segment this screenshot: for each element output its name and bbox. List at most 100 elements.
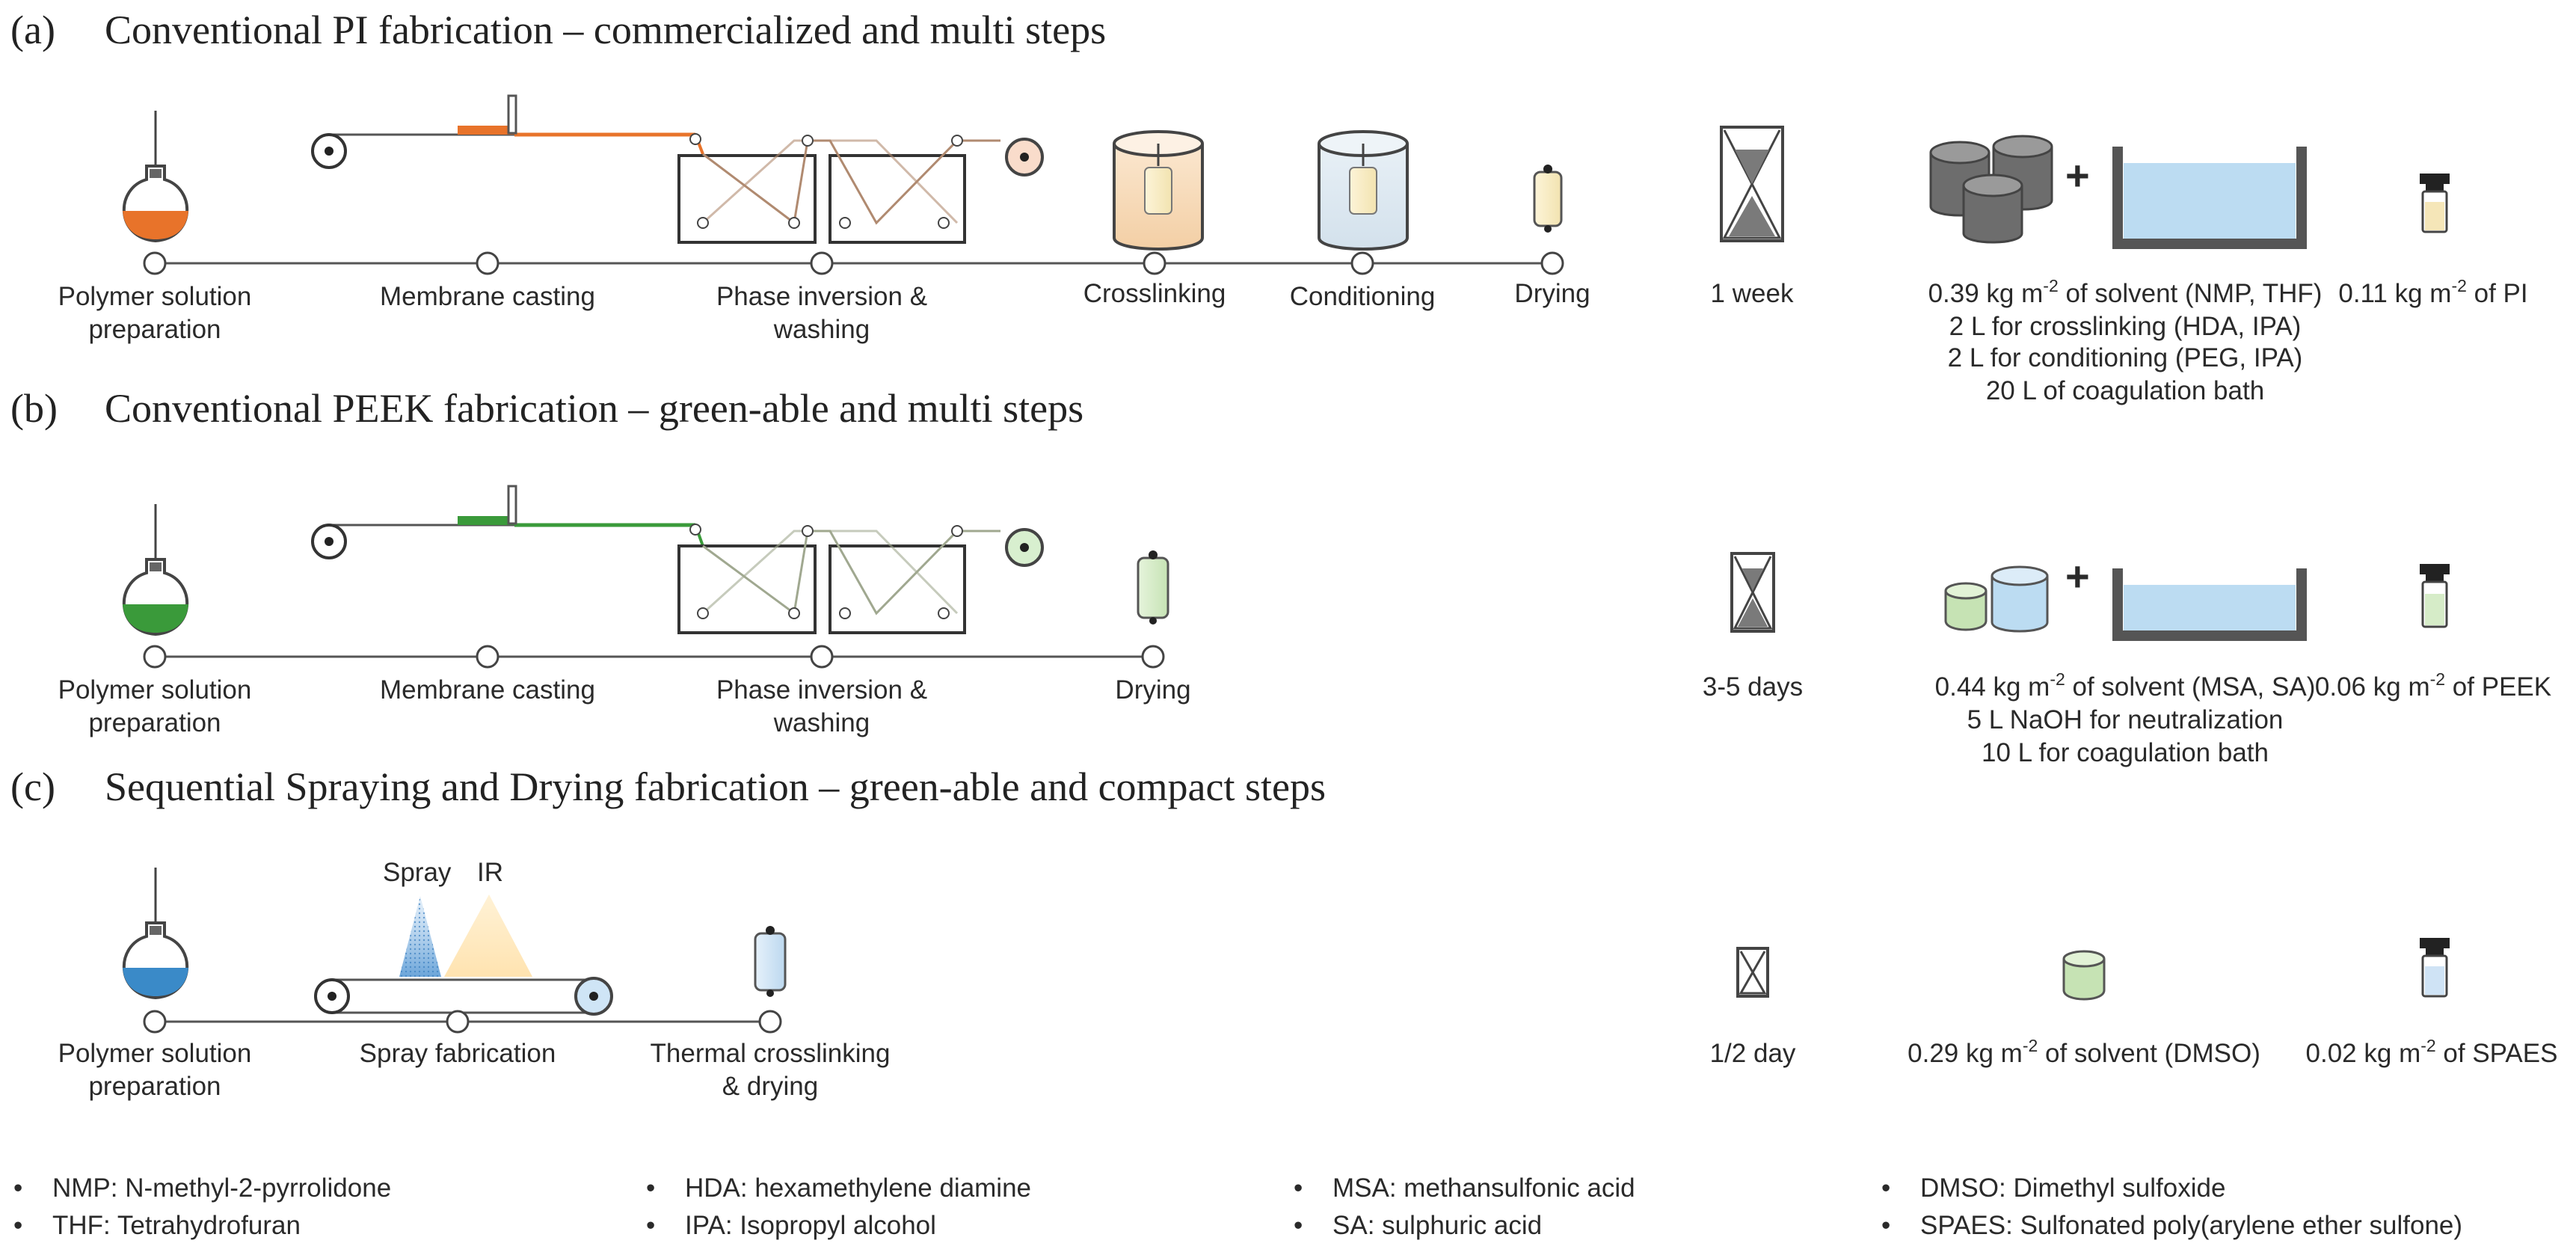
product-vial-icon	[2420, 938, 2450, 998]
legend-item: DMSO: Dimethyl sulfoxide	[1920, 1173, 2225, 1203]
legend-bullet: •	[1881, 1211, 1890, 1240]
step-label: Thermal crosslinking	[651, 1039, 891, 1068]
wash-tank-icon	[829, 154, 966, 244]
section-a-label: (a)	[10, 7, 55, 52]
product-amount: 0.02 kg m-2 of SPAES	[2306, 1036, 2558, 1068]
step-node	[1350, 251, 1374, 275]
section-b-label: (b)	[10, 386, 58, 431]
reagent-line: 2 L for crosslinking (HDA, IPA)	[1949, 312, 2302, 341]
step-label: Polymer solution	[58, 1039, 252, 1068]
hourglass-icon	[1730, 552, 1775, 633]
casting-machine	[311, 94, 1044, 244]
section-b: (b) Conventional PEEK fabrication – gree…	[10, 386, 2551, 767]
step-node	[143, 251, 167, 275]
section-b-title: Conventional PEEK fabrication – green-ab…	[105, 386, 1083, 431]
spray-label: Spray	[383, 858, 452, 887]
conditioning-vessel-icon	[1318, 130, 1409, 251]
step-label: washing	[773, 708, 870, 737]
legend-item: MSA: methansulfonic acid	[1332, 1173, 1635, 1203]
step-label: Drying	[1514, 279, 1590, 308]
step-label: Phase inversion &	[716, 282, 927, 311]
step-label: Phase inversion &	[716, 675, 927, 705]
cast-film	[458, 126, 514, 135]
coating-blade-icon	[507, 94, 517, 135]
legend-bullet: •	[646, 1211, 655, 1240]
step-node	[143, 1010, 167, 1034]
step-label: Polymer solution	[58, 675, 252, 705]
product-vial-icon	[2420, 564, 2450, 628]
solvent-amount: 0.44 kg m-2 of solvent (MSA, SA)	[1935, 669, 2316, 702]
legend-item: SPAES: Sulfonated poly(arylene ether sul…	[1920, 1211, 2462, 1240]
step-node	[1540, 251, 1564, 275]
reagent-line: 5 L NaOH for neutralization	[1967, 705, 2284, 734]
step-label: Conditioning	[1290, 282, 1436, 311]
legend-item: THF: Tetrahydrofuran	[52, 1211, 301, 1240]
legend-item: SA: sulphuric acid	[1332, 1211, 1542, 1240]
step-label: preparation	[88, 315, 221, 344]
product-amount: 0.11 kg m-2 of PI	[2338, 276, 2527, 308]
vial-icon	[1137, 550, 1169, 625]
step-node	[758, 1010, 782, 1034]
legend-bullet: •	[1294, 1173, 1303, 1203]
step-node	[1143, 251, 1166, 275]
legend-bullet: •	[646, 1173, 655, 1203]
step-label: & drying	[722, 1072, 818, 1101]
legend-bullet: •	[1294, 1211, 1303, 1240]
step-node	[476, 645, 499, 669]
solvent-amount: 0.39 kg m-2 of solvent (NMP, THF)	[1928, 276, 2323, 308]
reagent-line: 20 L of coagulation bath	[1986, 376, 2264, 405]
spray-cone-icon	[399, 896, 441, 977]
section-a-title: Conventional PI fabrication – commercial…	[105, 7, 1106, 52]
legend-item: IPA: Isopropyl alcohol	[685, 1211, 936, 1240]
time-label: 3-5 days	[1703, 672, 1803, 702]
step-label: Membrane casting	[380, 282, 595, 311]
timeline-nodes	[143, 645, 1165, 669]
hourglass-icon	[1720, 126, 1784, 242]
step-label: washing	[773, 315, 870, 344]
coating-blade-icon	[507, 485, 517, 525]
flask-icon	[122, 111, 189, 243]
timeline-nodes	[143, 251, 1564, 275]
solvent-amount: 0.29 kg m-2 of solvent (DMSO)	[1908, 1036, 2260, 1068]
solvent-drum-icon	[1944, 565, 2049, 633]
wash-tank-icon	[829, 544, 966, 634]
step-label: Membrane casting	[380, 675, 595, 705]
step-label: Spray fabrication	[360, 1039, 556, 1068]
legend-item: HDA: hexamethylene diamine	[685, 1173, 1031, 1203]
solvent-drum-icon	[1929, 135, 2053, 244]
casting-machine	[311, 485, 1044, 634]
step-node	[810, 645, 834, 669]
crosslinking-vessel-icon	[1113, 130, 1204, 251]
time-label: 1 week	[1711, 279, 1794, 308]
vial-icon	[1533, 165, 1563, 233]
coagulation-bath-icon	[2112, 147, 2307, 249]
step-node	[476, 251, 499, 275]
ir-lamp-icon	[444, 894, 532, 977]
section-c-title: Sequential Spraying and Drying fabricati…	[105, 764, 1326, 809]
abbreviation-legend: • NMP: N-methyl-2-pyrrolidone • THF: Tet…	[13, 1173, 2462, 1240]
ir-label: IR	[477, 858, 503, 887]
cast-film	[458, 516, 514, 525]
section-c: (c) Sequential Spraying and Drying fabri…	[10, 764, 2557, 1101]
step-label: Crosslinking	[1083, 279, 1226, 308]
reagent-line: 10 L for coagulation bath	[1982, 738, 2269, 767]
step-label: preparation	[88, 1072, 221, 1101]
step-node	[810, 251, 834, 275]
flask-icon	[122, 504, 189, 636]
plus-sign: +	[2065, 553, 2090, 600]
legend-bullet: •	[13, 1173, 22, 1203]
coagulation-bath-icon	[2112, 568, 2307, 641]
vial-icon	[754, 926, 787, 997]
section-a: (a) Conventional PI fabrication – commer…	[10, 7, 2528, 405]
product-amount: 0.06 kg m-2 of PEEK	[2315, 669, 2551, 702]
legend-item: NMP: N-methyl-2-pyrrolidone	[52, 1173, 391, 1203]
step-node	[446, 1010, 470, 1034]
wash-tank-icon	[677, 544, 817, 634]
solvent-drum-icon	[2062, 950, 2106, 1001]
product-vial-icon	[2420, 174, 2450, 233]
step-node	[1141, 645, 1165, 669]
legend-bullet: •	[13, 1211, 22, 1240]
step-label: preparation	[88, 708, 221, 737]
hourglass-icon	[1736, 947, 1769, 998]
